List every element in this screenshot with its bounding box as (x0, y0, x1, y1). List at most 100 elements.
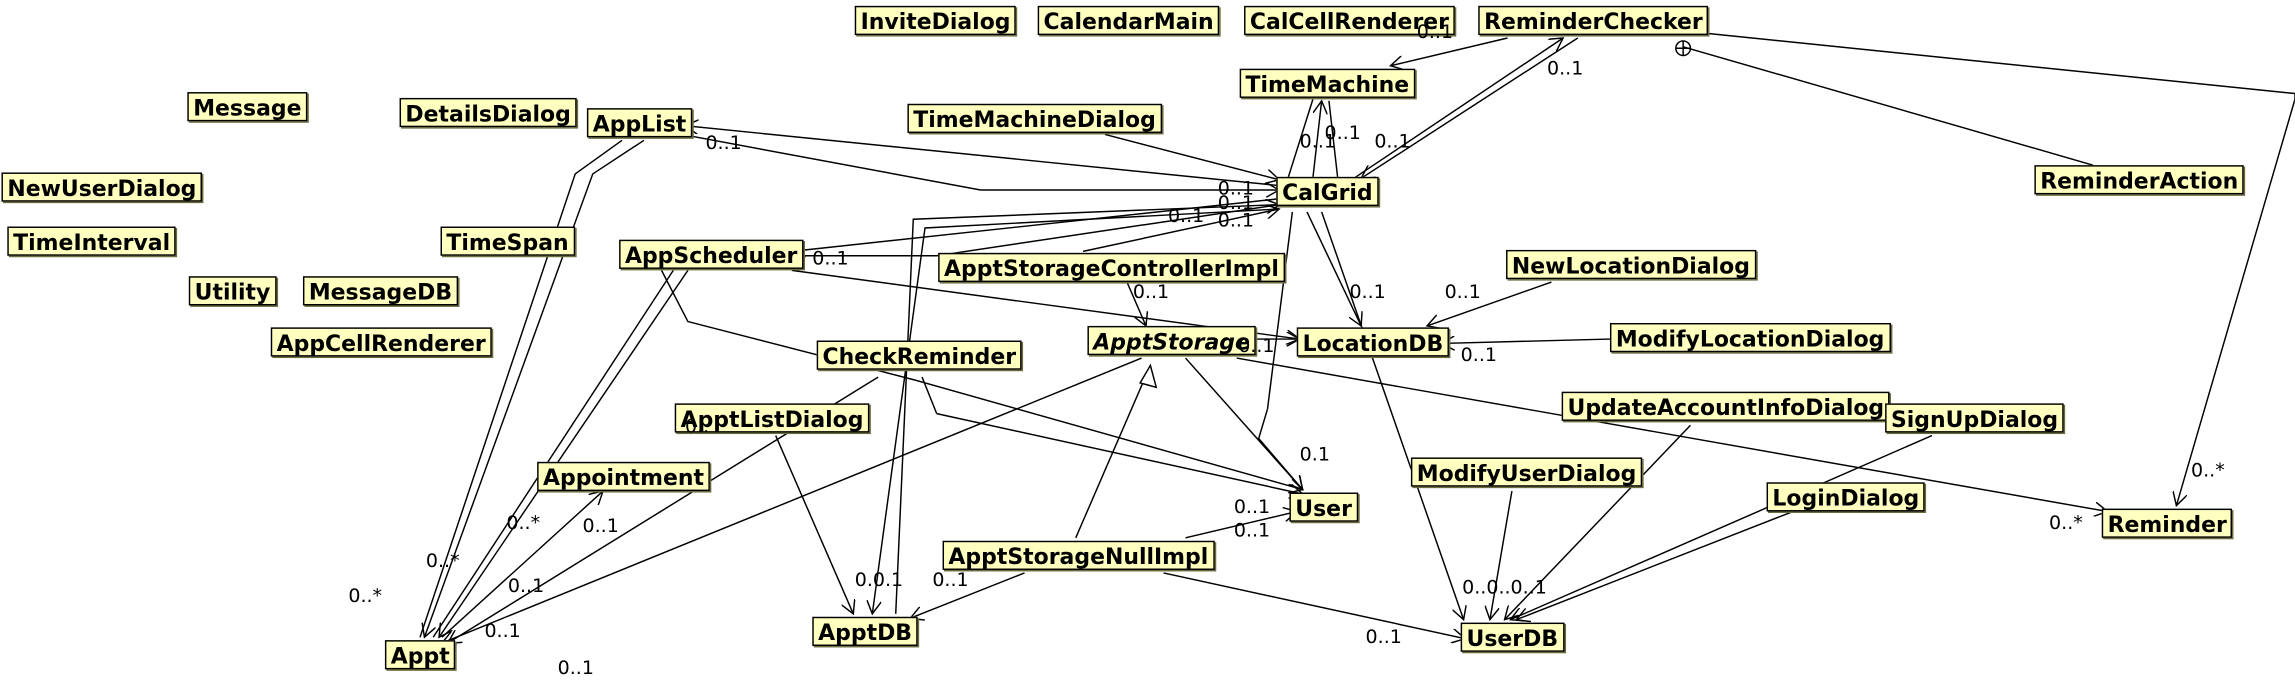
multiplicity-label: 0.1 (1299, 444, 1330, 467)
class-locationdb[interactable]: LocationDB (1296, 327, 1450, 357)
multiplicity-label: 0.. (684, 416, 710, 439)
edge-calgrid-userdb (1320, 211, 1464, 620)
class-reminderaction[interactable]: ReminderAction (2034, 165, 2245, 195)
class-messagedb[interactable]: MessageDB (302, 276, 458, 306)
class-apptstoragenullimpl[interactable]: ApptStorageNullImpl (942, 540, 1215, 570)
edge-asni-apptdb (910, 572, 1025, 618)
multiplicity-label: 0..1 (1460, 344, 1497, 367)
class-reminder[interactable]: Reminder (2101, 508, 2233, 538)
edge-apptstorage-appt (442, 357, 1142, 643)
class-calgrid[interactable]: CalGrid (1276, 176, 1379, 207)
class-appscheduler[interactable]: AppScheduler (619, 239, 804, 269)
class-user[interactable]: User (1289, 492, 1358, 522)
generalization-triangle (1139, 363, 1158, 389)
class-appt[interactable]: Appt (384, 640, 456, 670)
edge-appscheduler-appt-b (439, 269, 689, 637)
multiplicity-label: 0..1 (1349, 282, 1386, 304)
edge-calgrid-user (1266, 211, 1294, 410)
edge-reminderchecker-reminder (1694, 31, 2295, 506)
multiplicity-label: 0..1 (1547, 58, 1584, 81)
class-reminderchecker[interactable]: ReminderChecker (1478, 5, 1709, 36)
multiplicity-label: 0..1 (1238, 336, 1275, 359)
edge-reminderchecker-calgrid (1361, 37, 1579, 178)
multiplicity-label: 0..1 (1217, 192, 1255, 215)
multiplicity-label: 0..1 (1217, 178, 1255, 201)
multiplicity-label: 0..* (425, 550, 460, 573)
edge-applist-calgrid (681, 133, 1279, 190)
multiplicity-label: 0..1 (1365, 626, 1402, 649)
class-newuserdialog[interactable]: NewUserDialog (1, 172, 203, 202)
edge-checkreminder-user (921, 376, 938, 414)
class-calcellrenderer[interactable]: CalCellRenderer (1244, 5, 1455, 36)
multiplicity-label: 0..1 (1324, 122, 1361, 145)
edge-newlocationdialog-locationdb (1427, 281, 1552, 326)
multiplicity-label: 0..1 (582, 515, 619, 538)
edge-apptstorage-reminder (1236, 357, 2108, 511)
edge-appscheduler-calgrid (791, 205, 1279, 257)
class-detailsdialog[interactable]: DetailsDialog (399, 97, 577, 128)
class-userdb[interactable]: UserDB (1460, 622, 1564, 652)
multiplicity-label: 0..1 (705, 132, 742, 155)
edge-calgrid-appdb-a (894, 203, 1280, 614)
edge-reminderchecker-timemachine (1390, 37, 1508, 66)
class-apptstorage[interactable]: ApptStorage (1087, 325, 1256, 356)
class-timeinterval[interactable]: TimeInterval (7, 226, 176, 256)
multiplicity-label: 0.0.1 (854, 569, 904, 592)
class-apptstoragecontrollerimpl[interactable]: ApptStorageControllerImpl (938, 252, 1285, 283)
class-timemachine[interactable]: TimeMachine (1239, 68, 1416, 98)
edge-calgrid-appdb-b (872, 208, 1280, 614)
multiplicity-label: 0..0..0..1 (1462, 577, 1547, 600)
edge-logindialog-userdb (1516, 510, 1794, 620)
multiplicity-label: 0..* (348, 586, 383, 608)
edge-modifylocationdialog-locationdb (1442, 339, 1610, 343)
edge-calgrid-reminderchecker (1353, 38, 1563, 179)
class-utility[interactable]: Utility (188, 276, 277, 306)
edge-timemachinedialog-calgrid (1104, 133, 1279, 179)
class-appcellrenderer[interactable]: AppCellRenderer (270, 327, 492, 357)
edge-checkreminder-user-b (936, 412, 1303, 494)
class-apptdb[interactable]: ApptDB (812, 616, 918, 646)
edge-applist-appt-b (424, 139, 645, 637)
edge-signupdialog-userdb (1510, 434, 1933, 620)
edge-calgrid-user-b (1257, 409, 1303, 489)
class-modifylocationdialog[interactable]: ModifyLocationDialog (1609, 322, 1891, 353)
edge-asni-user (1185, 512, 1297, 539)
class-apptlistdialog[interactable]: ApptListDialog (674, 403, 870, 433)
class-applist[interactable]: AppList (586, 108, 693, 138)
multiplicity-label: 0..1 (1444, 282, 1481, 304)
edge-timemachine-calgrid (1287, 99, 1314, 179)
class-invitedialog[interactable]: InviteDialog (854, 5, 1017, 36)
class-logindialog[interactable]: LoginDialog (1766, 482, 1926, 512)
edge-applist-appt-a (419, 139, 623, 638)
multiplicity-label: 0..* (2191, 460, 2225, 483)
class-calendarmain[interactable]: CalendarMain (1037, 5, 1220, 36)
class-timemachinedialog[interactable]: TimeMachineDialog (907, 103, 1162, 133)
edge-asci-apptstorage (1126, 281, 1146, 326)
multiplicity-label: 0..1 (507, 575, 545, 598)
multiplicity-label: 0..1 (1233, 520, 1271, 543)
class-updateaccountinfodialog[interactable]: UpdateAccountInfoDialog (1561, 391, 1891, 421)
multiplicity-label: 0..1 (557, 657, 594, 680)
multiplicity-label: 0..1 (1167, 206, 1205, 228)
class-checkreminder[interactable]: CheckReminder (816, 340, 1022, 370)
edge-calgrid-applist (685, 126, 1280, 187)
edge-calgrid-timemachine-b (1328, 100, 1339, 179)
edge-asni-userdb (1163, 572, 1466, 639)
class-newlocationdialog[interactable]: NewLocationDialog (1506, 249, 1756, 280)
edge-calgrid-timemachine-a (1312, 101, 1322, 179)
edge-appt-appointment (441, 491, 603, 638)
multiplicity-label: 0..1 (1233, 496, 1271, 519)
class-modifyuserdialog[interactable]: ModifyUserDialog (1410, 457, 1643, 487)
class-timespan[interactable]: TimeSpan (440, 226, 575, 256)
edge-modifyuserdialog-userdb (1490, 490, 1513, 620)
class-signupdialog[interactable]: SignUpDialog (1885, 403, 2064, 433)
edge-asci-calgrid (1082, 209, 1279, 253)
multiplicity-label: 0..* (506, 512, 541, 535)
multiplicity-label: 0..1 (812, 248, 849, 271)
class-message[interactable]: Message (187, 92, 308, 122)
edge-reminderaction-nested (1682, 46, 2094, 166)
class-appointment[interactable]: Appointment (537, 461, 710, 492)
edge-apptlistdialog-apptdb (775, 435, 854, 614)
